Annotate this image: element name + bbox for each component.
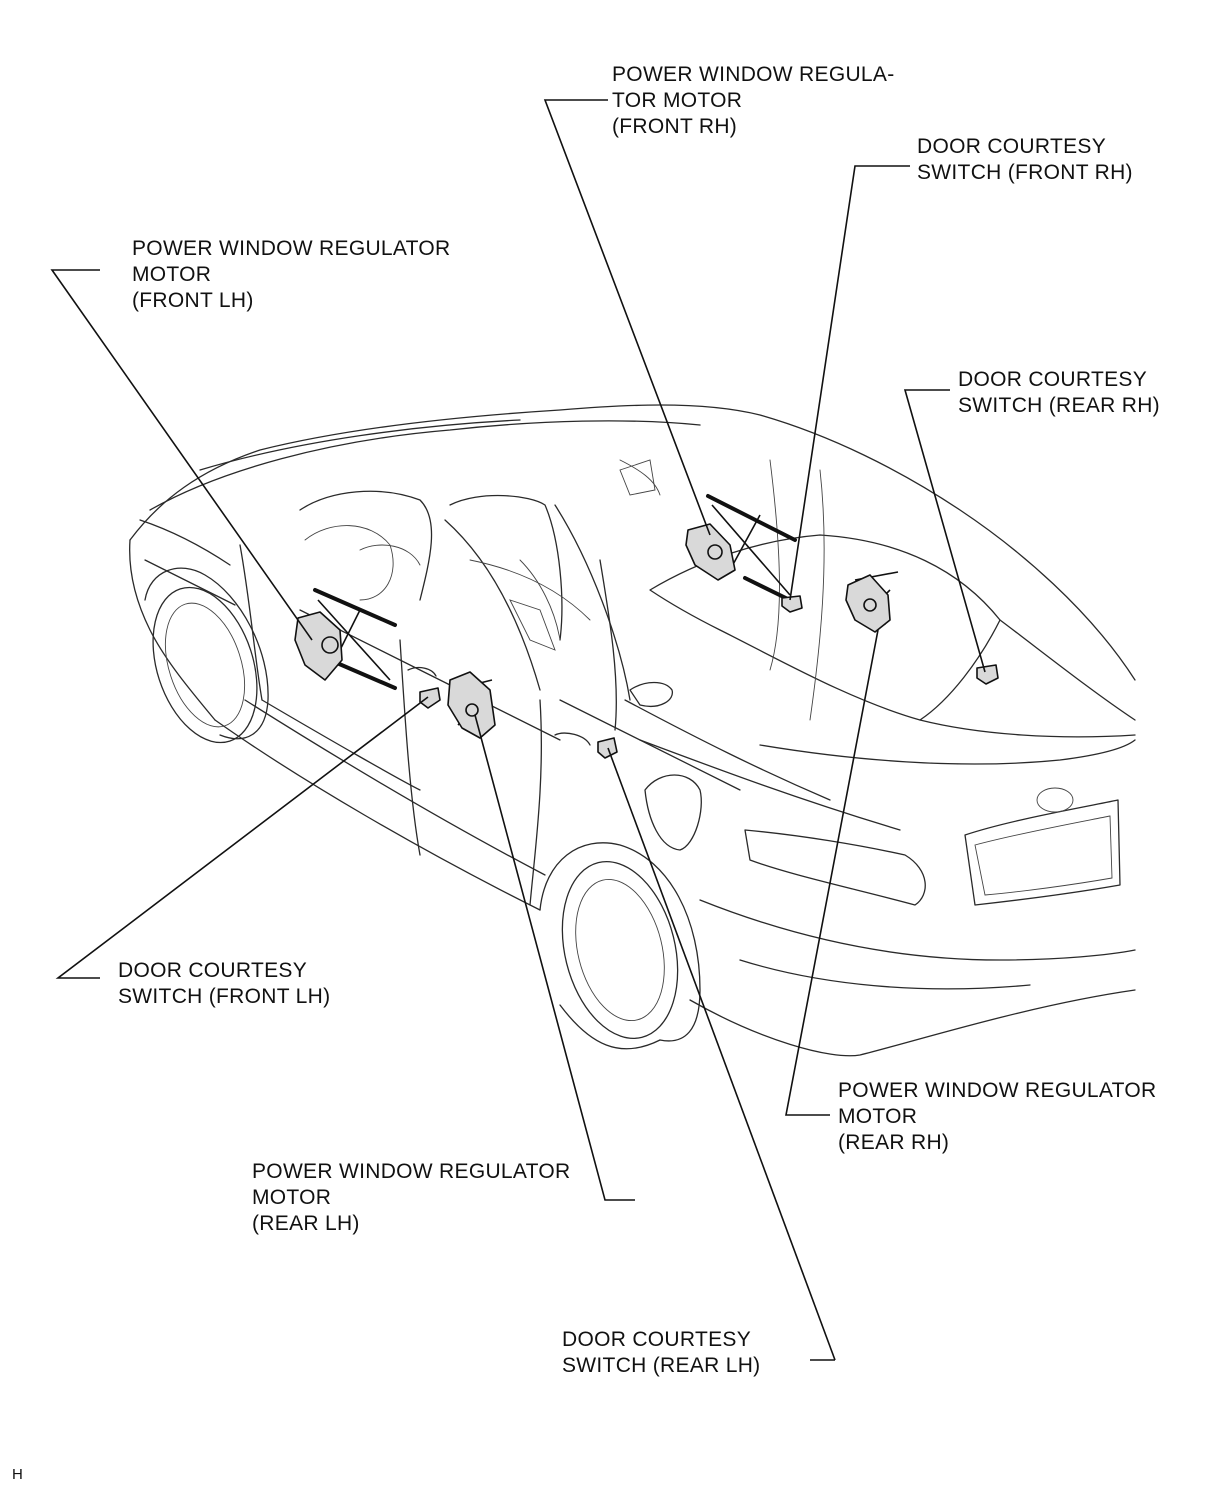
label-line: POWER WINDOW REGULATOR (838, 1079, 1157, 1102)
label-line: (FRONT LH) (132, 289, 254, 312)
leader-pw-rear-lh (474, 714, 635, 1201)
label-line: POWER WINDOW REGULATOR (132, 237, 451, 260)
label-dcs-rear-rh: DOOR COURTESY SWITCH (REAR RH) (958, 367, 1160, 419)
dcs-rear-lh-part (597, 737, 618, 759)
pw-motor-front-rh-part (685, 494, 802, 607)
corner-mark: H (12, 1466, 24, 1483)
leader-dcs-rear-lh (607, 747, 836, 1361)
pw-motor-rear-lh-part (447, 671, 496, 739)
label-pw-motor-rear-rh: POWER WINDOW REGULATOR MOTOR (REAR RH) (838, 1078, 1157, 1156)
leader-pw-rear-rh (785, 629, 879, 1116)
leader-dcs-front-lh (55, 696, 429, 979)
dcs-front-rh-part (781, 595, 803, 613)
dcs-front-lh-part (419, 687, 441, 709)
label-dcs-front-lh: DOOR COURTESY SWITCH (FRONT LH) (118, 958, 330, 1010)
label-dcs-front-rh: DOOR COURTESY SWITCH (FRONT RH) (917, 134, 1133, 186)
label-line: DOOR COURTESY (118, 959, 308, 982)
label-line: SWITCH (REAR LH) (562, 1354, 761, 1377)
label-line: POWER WINDOW REGULA- (612, 63, 895, 86)
label-line: SWITCH (REAR RH) (958, 394, 1160, 417)
label-line: MOTOR (132, 263, 212, 286)
label-line: SWITCH (FRONT RH) (917, 161, 1133, 184)
label-pw-motor-front-lh: POWER WINDOW REGULATOR MOTOR (FRONT LH) (132, 236, 451, 314)
label-pw-motor-front-rh: POWER WINDOW REGULA- TOR MOTOR (FRONT RH… (612, 62, 895, 140)
label-dcs-rear-lh: DOOR COURTESY SWITCH (REAR LH) (562, 1327, 760, 1379)
label-line: (REAR RH) (838, 1131, 950, 1154)
label-line: TOR MOTOR (612, 89, 743, 112)
pw-motor-rear-rh-part (845, 571, 899, 633)
leader-lines (50, 99, 986, 1361)
label-line: (REAR LH) (252, 1212, 360, 1235)
pw-motor-front-lh-part (294, 588, 397, 690)
label-line: SWITCH (FRONT LH) (118, 985, 331, 1008)
leader-dcs-front-rh (789, 165, 910, 601)
vehicle-body-outline (129, 404, 1136, 1057)
dcs-rear-rh-part (976, 664, 999, 685)
leader-pw-front-rh (543, 99, 711, 536)
label-line: DOOR COURTESY (562, 1328, 752, 1351)
label-line: DOOR COURTESY (917, 135, 1107, 158)
label-line: MOTOR (838, 1105, 918, 1128)
label-line: (FRONT RH) (612, 115, 738, 138)
label-line: MOTOR (252, 1186, 332, 1209)
label-pw-motor-rear-lh: POWER WINDOW REGULATOR MOTOR (REAR LH) (252, 1159, 571, 1237)
leader-dcs-rear-rh (903, 389, 986, 673)
leader-pw-front-lh (50, 269, 313, 641)
label-line: DOOR COURTESY (958, 368, 1148, 391)
label-line: POWER WINDOW REGULATOR (252, 1160, 571, 1183)
